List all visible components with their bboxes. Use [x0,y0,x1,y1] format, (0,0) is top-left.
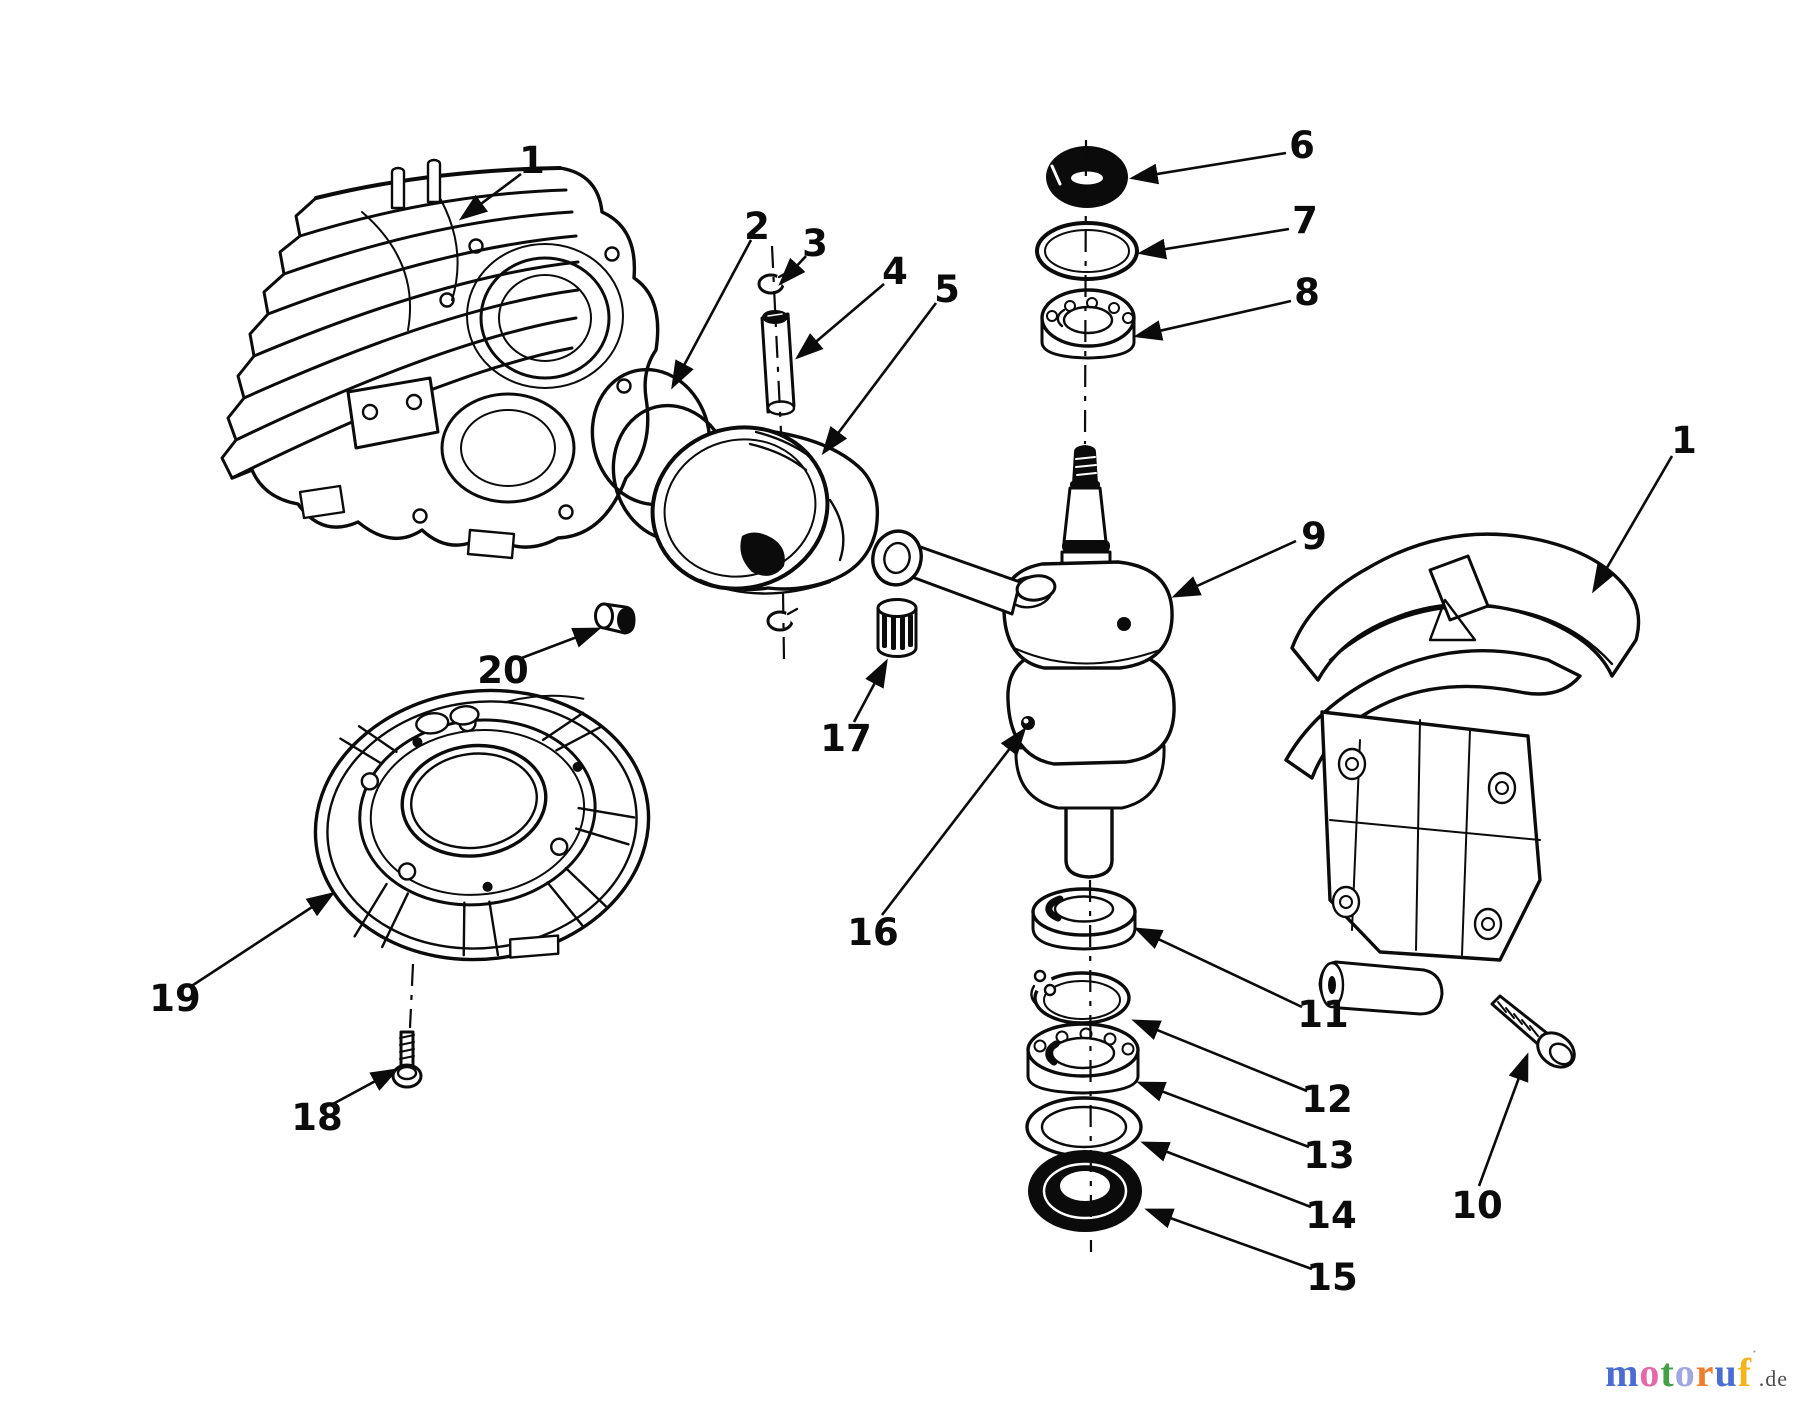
callout-label-12: 12 [1301,1078,1353,1121]
leader-line-2 [671,239,753,390]
watermark-word: motoruf [1605,1350,1752,1395]
leader-line-16 [880,726,1027,916]
callout-label-6: 6 [1289,124,1315,167]
callout-label-10: 10 [1451,1184,1503,1227]
callout-label-2: 2 [744,205,770,248]
callout-label-8: 8 [1294,271,1320,314]
leader-line-8 [1133,299,1292,341]
needle-bearing-cage [876,598,918,658]
leader-line-5 [821,302,938,456]
callout-label-1: 1 [1671,419,1697,462]
callout-label-19: 19 [149,977,201,1020]
watermark-letter: t [1660,1350,1675,1395]
cylinder-crankcase-assembly [220,158,660,560]
callout-label-14: 14 [1305,1194,1357,1237]
mounting-screw [391,1030,423,1089]
leader-line-17 [852,658,888,723]
wrist-pin-retainer-lower [766,607,799,632]
leader-line-10 [1477,1052,1529,1187]
flange-bolt [1490,994,1576,1069]
leader-line-3 [778,255,807,286]
dowel-pin [594,602,636,635]
callout-label-9: 9 [1301,515,1327,558]
piston-pin [760,310,796,416]
woodruff-key [1021,716,1035,730]
leader-line-4 [795,283,885,360]
wrist-pin-retainer-upper [757,270,790,295]
callout-label-18: 18 [291,1096,343,1139]
watermark-letter: m [1605,1350,1640,1395]
leader-line-6 [1129,151,1287,185]
leader-line-1 [458,172,522,221]
callout-label-20: 20 [477,649,529,692]
watermark-trademark-dot: ˙ [1752,1349,1758,1364]
leader-line-18 [330,1068,400,1107]
watermark-logo: motoruf˙.de [1605,1349,1788,1396]
callout-label-1: 1 [519,139,545,182]
leader-line-19 [189,891,336,989]
piston [650,425,880,595]
snap-ring [1030,969,1131,1025]
leader-line-9 [1171,539,1297,598]
centerlines [408,139,1093,1253]
callout-label-4: 4 [882,250,908,293]
callout-label-16: 16 [847,911,899,954]
oil-seal-bottom [1028,1150,1142,1232]
callout-label-15: 15 [1306,1256,1358,1299]
fin-edge [220,196,318,480]
leader-line-12 [1131,1019,1308,1093]
leader-line-7 [1137,227,1290,260]
washer-bottom [1025,1096,1143,1158]
watermark-letter: r [1695,1350,1715,1395]
watermark-letter: o [1674,1350,1696,1395]
callout-label-3: 3 [802,222,828,265]
ball-bearing-bottom [1026,1022,1140,1095]
watermark-letter: u [1714,1350,1738,1395]
callout-label-7: 7 [1292,199,1318,242]
crankshaft [1001,445,1176,879]
o-ring-top [1035,221,1139,281]
engine-mounting-plate [313,688,651,962]
retainer-washer [1031,887,1137,951]
ball-bearing-top [1040,288,1136,360]
leader-line-11 [1133,927,1303,1009]
leader-line-15 [1144,1208,1313,1271]
oil-seal-top [1046,146,1128,208]
callout-label-11: 11 [1297,993,1349,1036]
watermark-letter: f [1737,1350,1753,1395]
crankcase-cover-assembly [1284,532,1641,1016]
callout-label-13: 13 [1303,1134,1355,1177]
leader-line-13 [1136,1081,1310,1149]
leader-line-14 [1140,1141,1312,1209]
leader-line-1 [1592,455,1674,594]
watermark-suffix: .de [1758,1366,1788,1391]
connecting-rod [871,529,1057,616]
callout-label-5: 5 [934,268,960,311]
callout-label-17: 17 [820,717,872,760]
leader-line-20 [518,627,602,661]
watermark-letter: o [1639,1350,1661,1395]
